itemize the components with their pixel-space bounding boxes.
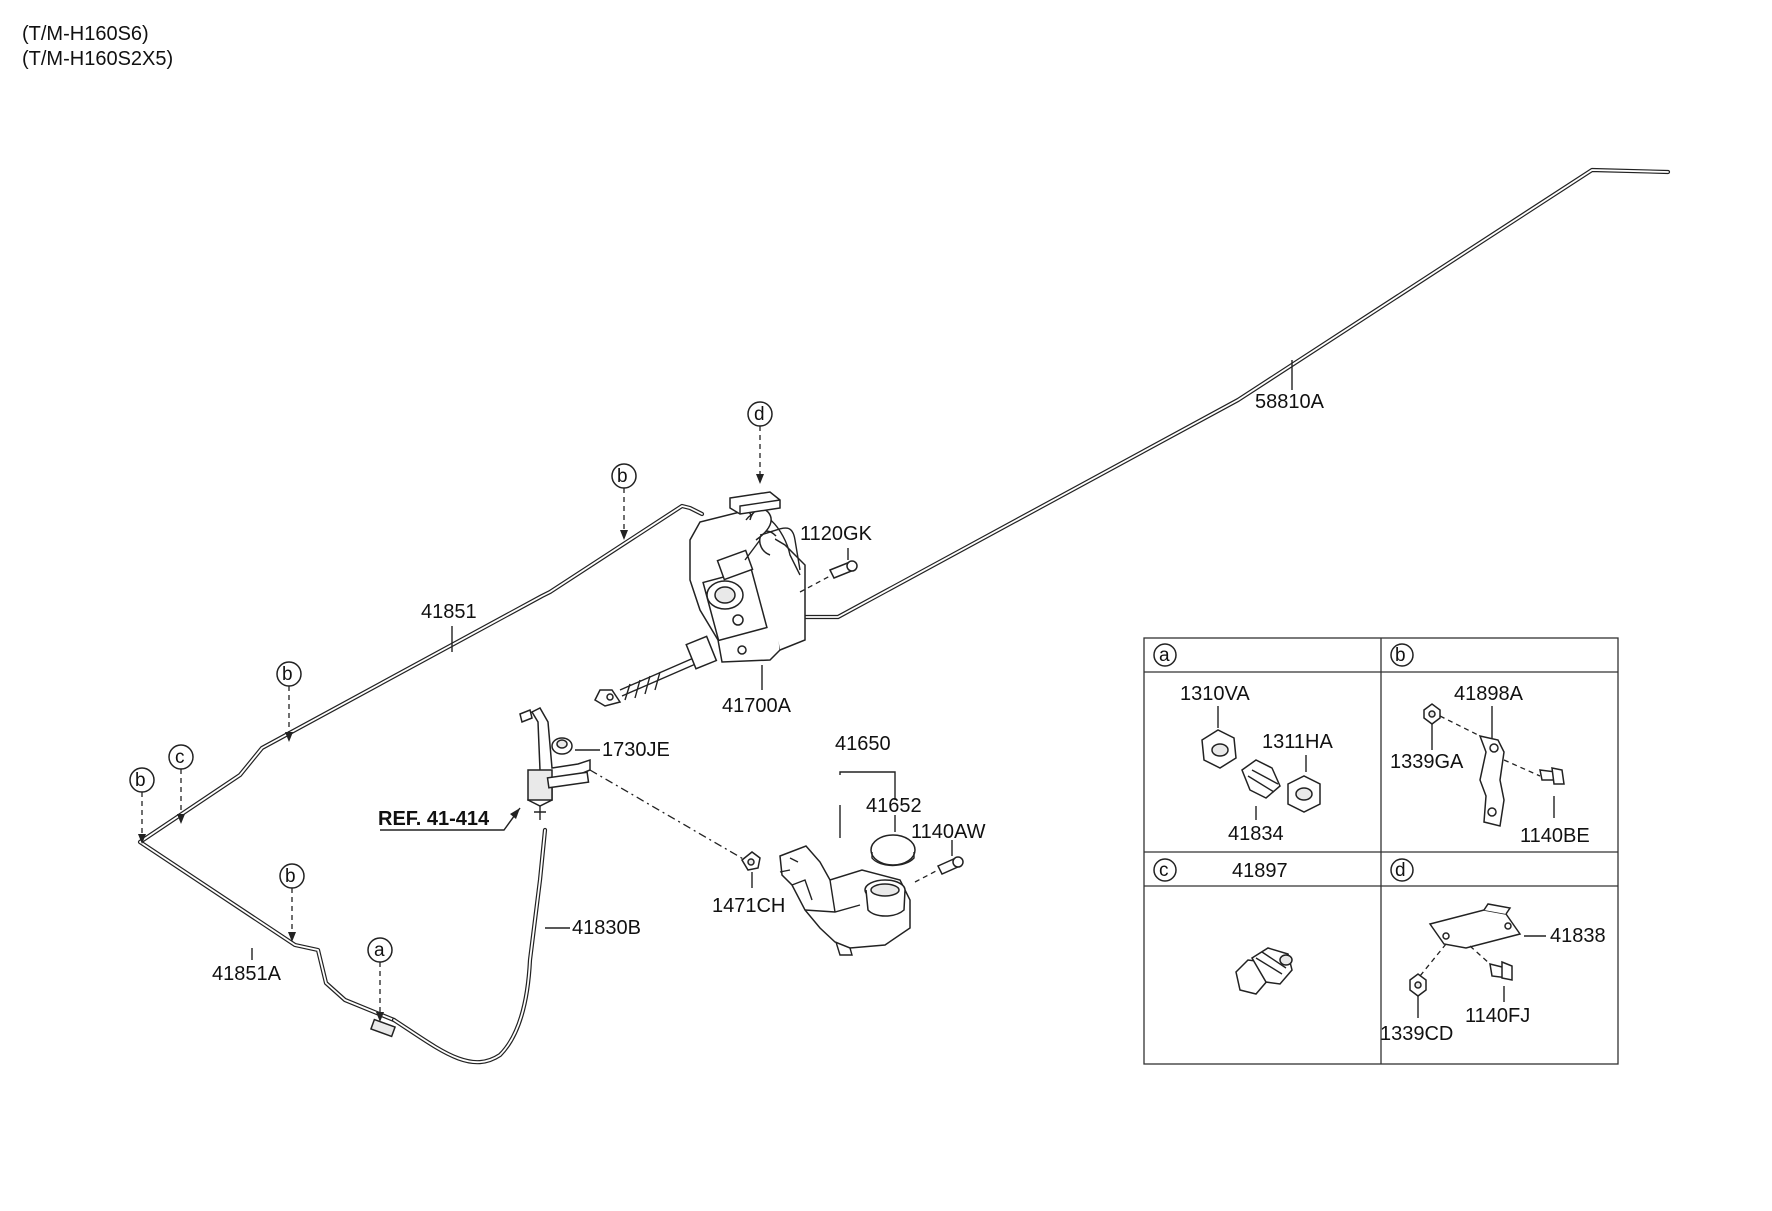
callout-b-top[interactable]: b: [611, 463, 637, 540]
cell-a: a 1310VA 1311HA 41834: [1153, 643, 1333, 845]
label-41650: 41650: [835, 733, 891, 755]
tube-41851: [137, 503, 705, 1023]
label-41830B: 41830B: [572, 917, 641, 939]
svg-text:c: c: [175, 747, 185, 768]
bolt-1140AW: [914, 856, 964, 883]
model-code-line-2: (T/M-H160S2X5): [22, 48, 173, 70]
callout-b-mid[interactable]: b: [276, 661, 302, 742]
callout-a[interactable]: a: [367, 937, 393, 1022]
label-1310VA: 1310VA: [1180, 683, 1250, 705]
slave-cylinder: [519, 707, 591, 820]
label-41897: 41897: [1232, 860, 1288, 882]
bracket-d-installed: [729, 491, 781, 515]
label-1471CH: 1471CH: [712, 895, 785, 917]
cell-d: d 41838 1339CD 1140FJ: [1380, 858, 1606, 1045]
svg-text:b: b: [617, 466, 628, 487]
label-41898A: 41898A: [1454, 683, 1524, 705]
cell-d-header: d: [1395, 860, 1406, 881]
label-41700A: 41700A: [722, 695, 792, 717]
leader-ref-arrow: [510, 808, 520, 819]
label-1730JE: 1730JE: [602, 739, 670, 761]
svg-text:a: a: [374, 940, 385, 961]
svg-text:b: b: [282, 664, 293, 685]
detail-table: [1143, 637, 1619, 1065]
reservoir-41650: [779, 845, 911, 956]
leader-41650: [839, 771, 896, 838]
svg-text:b: b: [135, 770, 146, 791]
label-41838: 41838: [1550, 925, 1606, 947]
label-41851: 41851: [421, 601, 477, 623]
hose-41830B: [391, 827, 548, 1065]
label-41851A: 41851A: [212, 963, 282, 985]
cell-b-header: b: [1395, 645, 1406, 666]
label-58810A: 58810A: [1255, 391, 1325, 413]
joint-connector: [369, 1018, 397, 1038]
label-41652: 41652: [866, 795, 922, 817]
label-1140FJ: 1140FJ: [1465, 1005, 1530, 1027]
cell-c: c 41897: [1153, 858, 1293, 995]
label-1311HA: 1311HA: [1262, 731, 1333, 753]
ref-41-414[interactable]: REF. 41-414: [378, 808, 490, 830]
cell-b: b 41898A 1339GA 1140BE: [1390, 643, 1590, 847]
label-1339CD: 1339CD: [1380, 1023, 1453, 1045]
model-code-line-1: (T/M-H160S6): [22, 23, 149, 45]
bolt-1120GK: [799, 560, 858, 593]
callout-b-left[interactable]: b: [129, 767, 155, 844]
assembly-dashline: [589, 769, 746, 861]
master-cylinder-41700A: [594, 508, 806, 707]
cap-41652: [870, 834, 916, 867]
bushing-1730JE: [551, 737, 573, 755]
svg-text:d: d: [754, 404, 765, 425]
cell-a-header: a: [1159, 645, 1170, 666]
callout-b-low[interactable]: b: [279, 863, 305, 942]
label-1140BE: 1140BE: [1520, 825, 1590, 847]
callout-c[interactable]: c: [168, 744, 194, 824]
label-41834: 41834: [1228, 823, 1284, 845]
clip-1471CH: [741, 851, 761, 871]
tube-58810A: [803, 167, 1671, 620]
callout-d-top[interactable]: d: [747, 401, 773, 484]
cell-c-header: c: [1159, 860, 1169, 881]
label-1140AW: 1140AW: [911, 821, 986, 843]
svg-text:b: b: [285, 866, 296, 887]
label-1120GK: 1120GK: [800, 523, 873, 545]
label-1339GA: 1339GA: [1390, 751, 1464, 773]
